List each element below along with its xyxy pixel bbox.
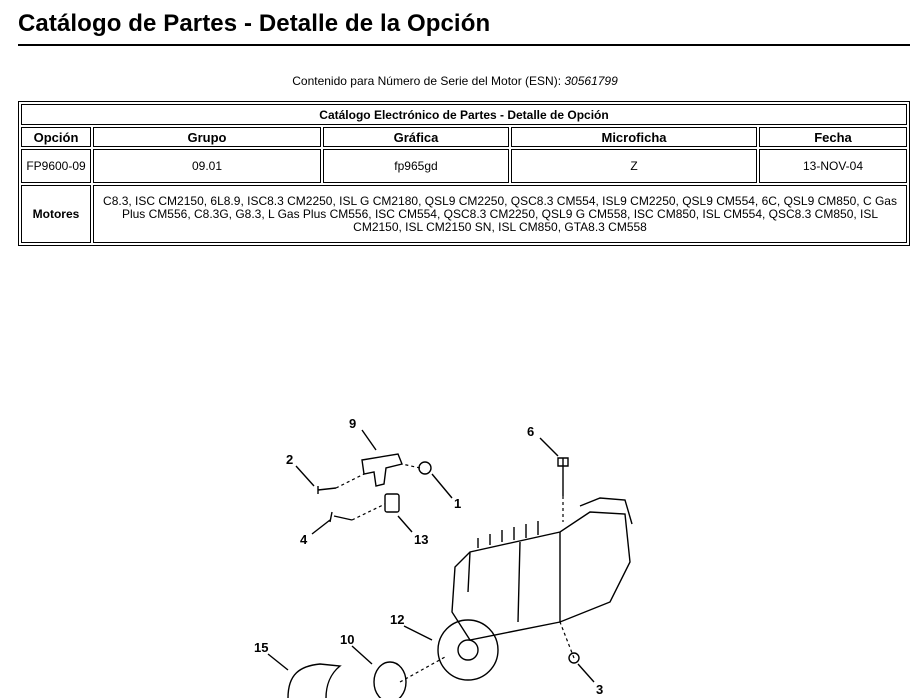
cell-opcion: FP9600-09 xyxy=(21,149,91,183)
header-grupo: Grupo xyxy=(93,127,321,147)
leader-4 xyxy=(311,519,331,535)
leader-3 xyxy=(577,663,595,683)
parts-diagram: 9 2 1 6 4 13 12 10 15 3 xyxy=(254,416,633,698)
header-opcion: Opción xyxy=(21,127,91,147)
nut-part xyxy=(418,461,432,475)
callout-15: 15 xyxy=(254,640,268,655)
callout-1: 1 xyxy=(454,496,461,511)
header-microficha: Microficha xyxy=(511,127,757,147)
callout-12: 12 xyxy=(390,612,404,627)
callout-9: 9 xyxy=(349,416,356,431)
pump-body xyxy=(451,511,631,641)
callout-4: 4 xyxy=(300,532,308,547)
pump-ribs xyxy=(467,532,561,623)
gear-hub xyxy=(457,639,479,661)
nut-part-3 xyxy=(568,652,580,664)
bracket-part xyxy=(361,453,403,487)
motores-value: C8.3, ISC CM2150, 6L8.9, ISC8.3 CM2250, … xyxy=(93,185,907,243)
governor-housing xyxy=(579,497,633,525)
title-divider xyxy=(18,44,910,46)
o-ring-part xyxy=(373,661,407,698)
assembly-lines xyxy=(335,463,575,683)
gear-flange xyxy=(437,619,499,681)
header-fecha: Fecha xyxy=(759,127,907,147)
esn-line: Contenido para Número de Serie del Motor… xyxy=(0,74,910,88)
leader-2 xyxy=(295,465,315,487)
callout-3: 3 xyxy=(596,682,603,697)
leader-12 xyxy=(403,625,433,641)
cell-fecha: 13-NOV-04 xyxy=(759,149,907,183)
page-title: Catálogo de Partes - Detalle de la Opció… xyxy=(18,10,491,37)
callout-2: 2 xyxy=(286,452,293,467)
callout-13: 13 xyxy=(414,532,428,547)
leader-9 xyxy=(361,429,377,451)
cell-microficha: Z xyxy=(511,149,757,183)
clip-part xyxy=(384,493,400,513)
esn-label: Contenido para Número de Serie del Motor… xyxy=(292,74,565,88)
callout-10: 10 xyxy=(340,632,354,647)
leader-1 xyxy=(431,473,453,499)
leader-6 xyxy=(539,437,559,457)
screw-part-2 xyxy=(317,486,337,494)
esn-value: 30561799 xyxy=(564,74,618,88)
motores-label: Motores xyxy=(21,185,91,243)
screw-part-4 xyxy=(329,511,353,523)
cover-part xyxy=(287,663,342,698)
callout-6: 6 xyxy=(527,424,534,439)
cell-grafica: fp965gd xyxy=(323,149,509,183)
leader-15 xyxy=(267,653,289,671)
cell-grupo: 09.01 xyxy=(93,149,321,183)
catalog-caption: Catálogo Electrónico de Partes - Detalle… xyxy=(21,104,907,125)
header-grafica: Gráfica xyxy=(323,127,509,147)
catalog-table: Catálogo Electrónico de Partes - Detalle… xyxy=(18,101,910,246)
leader-13 xyxy=(397,515,413,533)
leader-10 xyxy=(351,645,373,665)
bolt-part xyxy=(557,457,569,496)
pump-outlets xyxy=(477,521,539,548)
